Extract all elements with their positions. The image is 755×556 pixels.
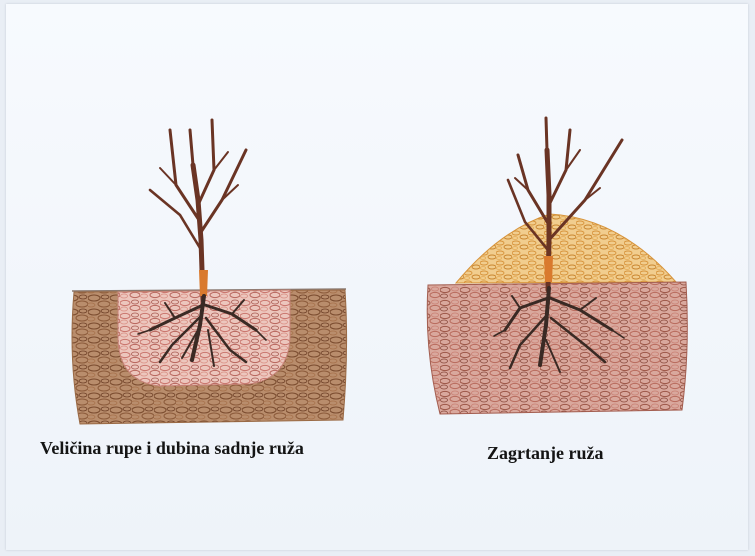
graft-union-right xyxy=(544,256,553,282)
soil-mound-orange xyxy=(456,214,676,283)
caption-hilling: Zagrtanje ruža xyxy=(487,443,603,464)
right-scene-hilling xyxy=(427,118,687,414)
left-scene-planting-hole xyxy=(72,120,347,424)
graft-union-left xyxy=(199,270,208,296)
rose-stem-left xyxy=(150,120,246,300)
caption-hole-size-and-depth: Veličina rupe i dubina sadnje ruža xyxy=(40,438,304,459)
